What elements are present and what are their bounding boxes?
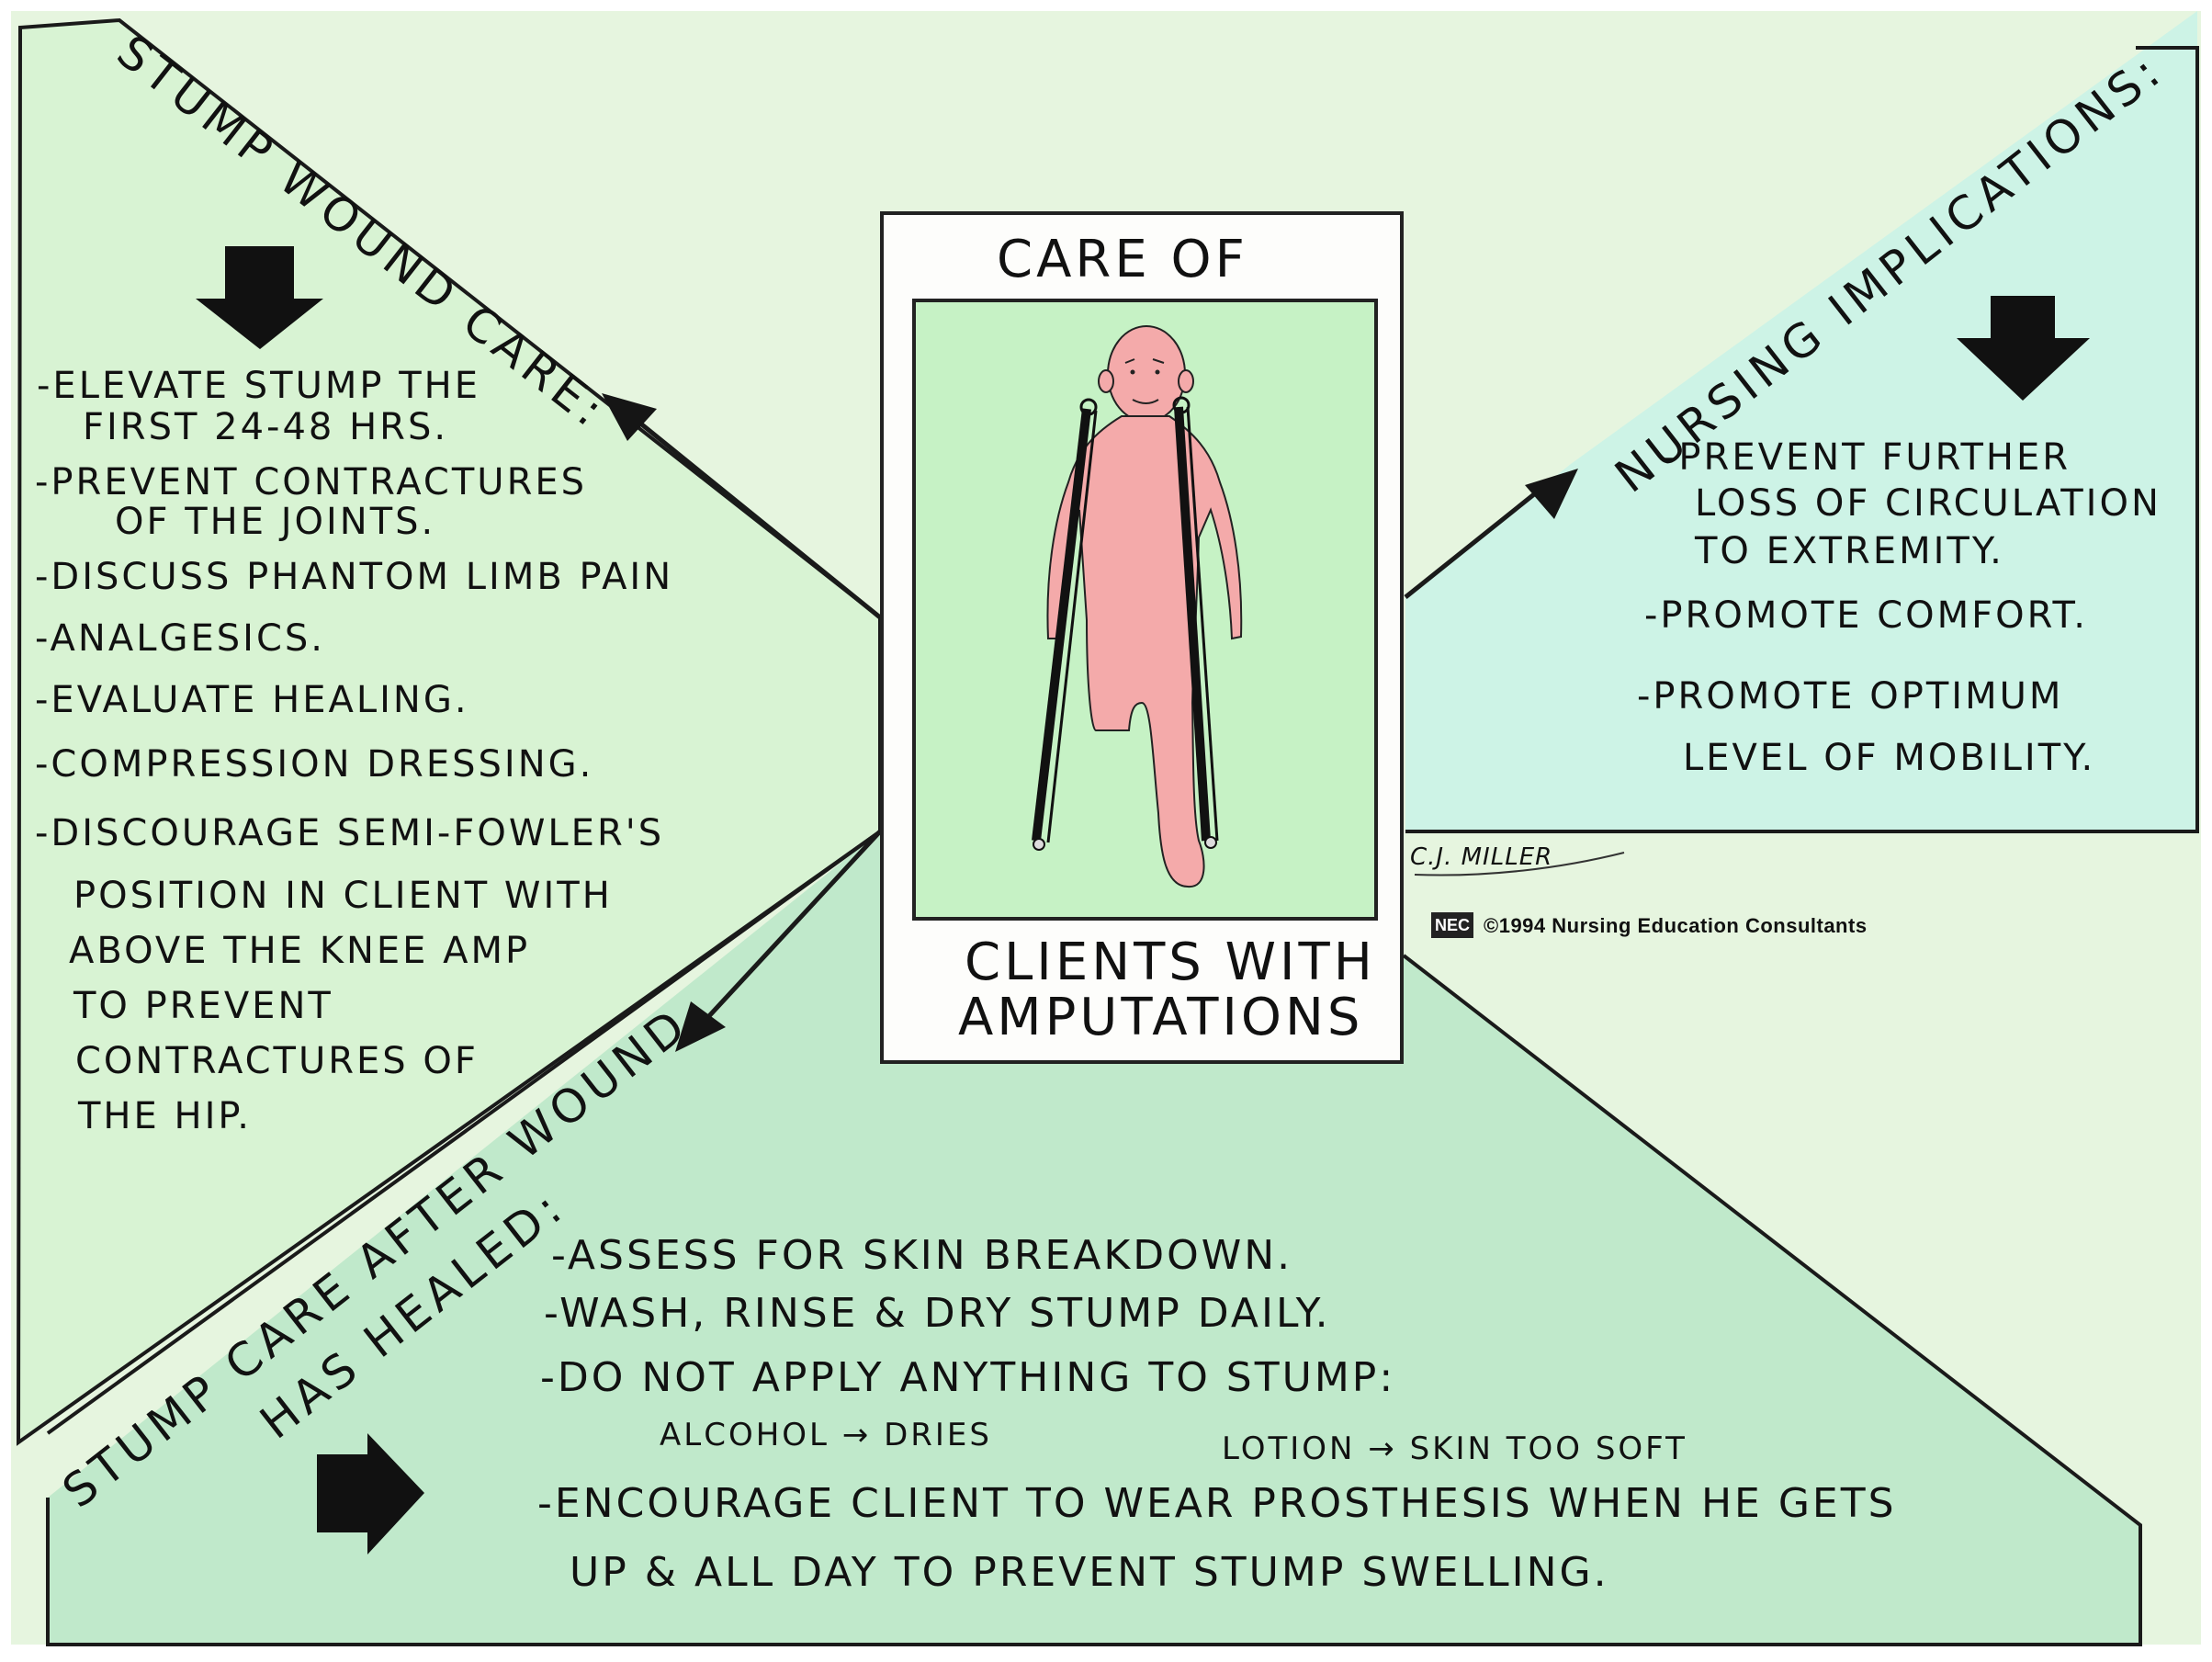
list-item: ABOVE THE KNEE AMP bbox=[69, 930, 531, 972]
nec-logo: NEC bbox=[1431, 912, 1473, 938]
list-item: -PREVENT FURTHER bbox=[1663, 436, 2071, 479]
list-item: -DISCOURAGE SEMI-FOWLER'S bbox=[35, 812, 665, 854]
list-item: -ENCOURAGE CLIENT TO WEAR PROSTHESIS WHE… bbox=[537, 1480, 1897, 1527]
signature: C.J. MILLER bbox=[1410, 843, 1553, 871]
arrow-to-wound-care bbox=[632, 416, 882, 619]
down-arrow-icon bbox=[1957, 296, 2090, 401]
list-item: POSITION IN CLIENT WITH bbox=[73, 875, 613, 917]
arrow-to-after-care bbox=[705, 830, 882, 1020]
list-item: LOTION → SKIN TOO SOFT bbox=[1222, 1430, 1687, 1467]
list-item: THE HIP. bbox=[78, 1095, 252, 1137]
amputee-figure-icon bbox=[1032, 325, 1243, 888]
list-item: FIRST 24-48 HRS. bbox=[83, 406, 449, 448]
card-subtitle-line2: AMPUTATIONS bbox=[958, 988, 1364, 1047]
list-item: -PROMOTE COMFORT. bbox=[1644, 594, 2088, 637]
card-subtitle-line1: CLIENTS WITH bbox=[965, 933, 1376, 992]
down-arrow-icon bbox=[196, 246, 323, 349]
list-item: LEVEL OF MOBILITY. bbox=[1683, 737, 2096, 779]
nursing-implications-panel bbox=[1405, 11, 2197, 831]
list-item: -COMPRESSION DRESSING. bbox=[35, 743, 594, 786]
arrowhead-after-care bbox=[675, 1001, 726, 1052]
list-item: OF THE JOINTS. bbox=[115, 501, 436, 543]
list-item: ALCOHOL → DRIES bbox=[660, 1417, 992, 1453]
list-item: -WASH, RINSE & DRY STUMP DAILY. bbox=[544, 1290, 1331, 1337]
list-item: TO EXTREMITY. bbox=[1695, 530, 2004, 572]
stump-care-after-panel bbox=[48, 831, 2140, 1645]
list-item: -EVALUATE HEALING. bbox=[35, 679, 469, 721]
list-item: -PROMOTE OPTIMUM bbox=[1637, 675, 2064, 718]
arrowhead-wound-care bbox=[602, 393, 657, 441]
list-item: UP & ALL DAY TO PREVENT STUMP SWELLING. bbox=[570, 1549, 1609, 1596]
list-item: -DO NOT APPLY ANYTHING TO STUMP: bbox=[540, 1354, 1396, 1401]
list-item: CONTRACTURES OF bbox=[75, 1040, 479, 1082]
list-item: -PREVENT CONTRACTURES bbox=[35, 461, 588, 503]
list-item: -ELEVATE STUMP THE bbox=[37, 365, 480, 407]
list-item: TO PREVENT bbox=[73, 985, 333, 1027]
list-item: -ANALGESICS. bbox=[35, 617, 325, 660]
list-item: -ASSESS FOR SKIN BREAKDOWN. bbox=[551, 1232, 1293, 1279]
copyright: ©1994 Nursing Education Consultants bbox=[1484, 914, 1868, 937]
arrow-to-nursing bbox=[1404, 485, 1545, 599]
right-arrow-icon bbox=[317, 1433, 424, 1555]
arrowhead-nursing bbox=[1525, 469, 1578, 519]
card-title: CARE OF bbox=[997, 230, 1248, 289]
list-item: -DISCUSS PHANTOM LIMB PAIN bbox=[35, 556, 674, 598]
list-item: LOSS OF CIRCULATION bbox=[1695, 482, 2161, 525]
